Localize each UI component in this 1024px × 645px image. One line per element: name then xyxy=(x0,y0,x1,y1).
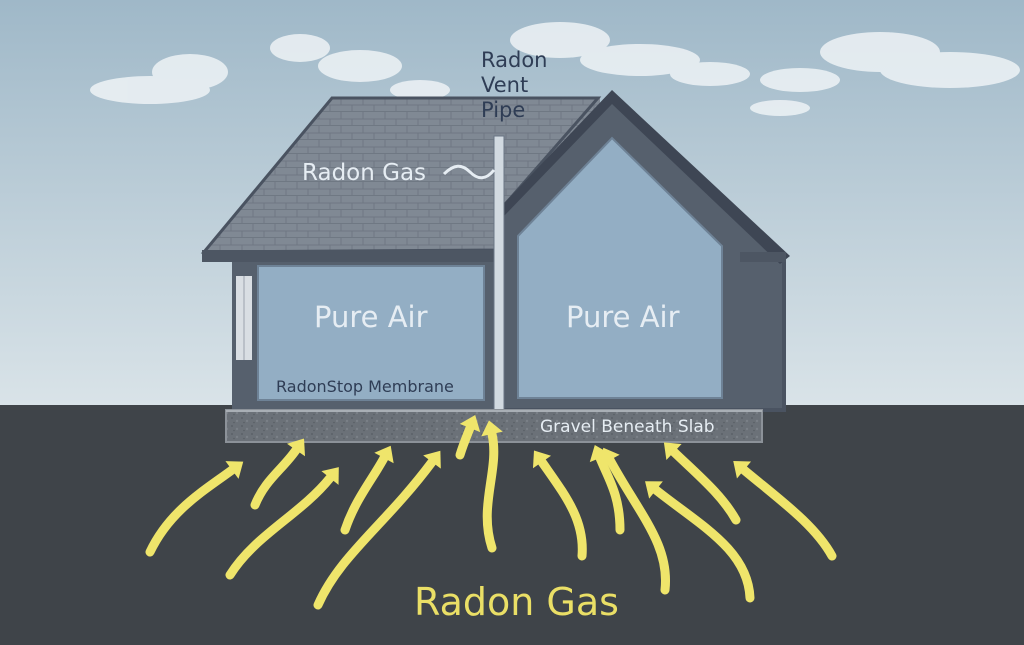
vent-pipe-icon xyxy=(493,135,505,415)
curved-arrow-icon xyxy=(340,445,394,535)
curved-arrow-icon xyxy=(455,415,481,460)
gable-trim xyxy=(494,90,790,264)
curved-arrow-icon xyxy=(532,450,587,561)
cloud xyxy=(510,22,750,86)
curved-arrow-icon xyxy=(225,467,339,580)
gravel-label: Gravel Beneath Slab xyxy=(540,417,715,437)
curved-arrow-icon xyxy=(645,481,755,603)
curved-arrow-icon xyxy=(733,461,837,561)
left-eave xyxy=(202,250,498,262)
roof-radon-gas-label: Radon Gas xyxy=(302,160,427,186)
curved-arrow-icon xyxy=(313,450,441,610)
clouds xyxy=(90,22,1020,116)
radon-arrows xyxy=(145,415,837,610)
pure-air-right-label: Pure Air xyxy=(566,300,680,334)
curved-arrow-icon xyxy=(250,438,306,510)
right-eave xyxy=(740,252,786,262)
ground-radon-gas-label: Radon Gas xyxy=(414,580,619,624)
cloud xyxy=(90,34,450,104)
membrane-label: RadonStop Membrane xyxy=(276,377,454,396)
vent-pipe-label: Radon Vent Pipe xyxy=(481,48,548,122)
pure-air-left-label: Pure Air xyxy=(314,300,428,334)
curved-arrow-icon xyxy=(663,442,741,525)
wave-icon xyxy=(442,164,496,180)
room-right xyxy=(517,136,723,399)
curved-arrow-icon xyxy=(600,447,671,595)
cloud xyxy=(750,32,1020,116)
room-left xyxy=(257,265,485,401)
curved-arrow-icon xyxy=(481,420,503,553)
curved-arrow-icon xyxy=(145,461,244,557)
